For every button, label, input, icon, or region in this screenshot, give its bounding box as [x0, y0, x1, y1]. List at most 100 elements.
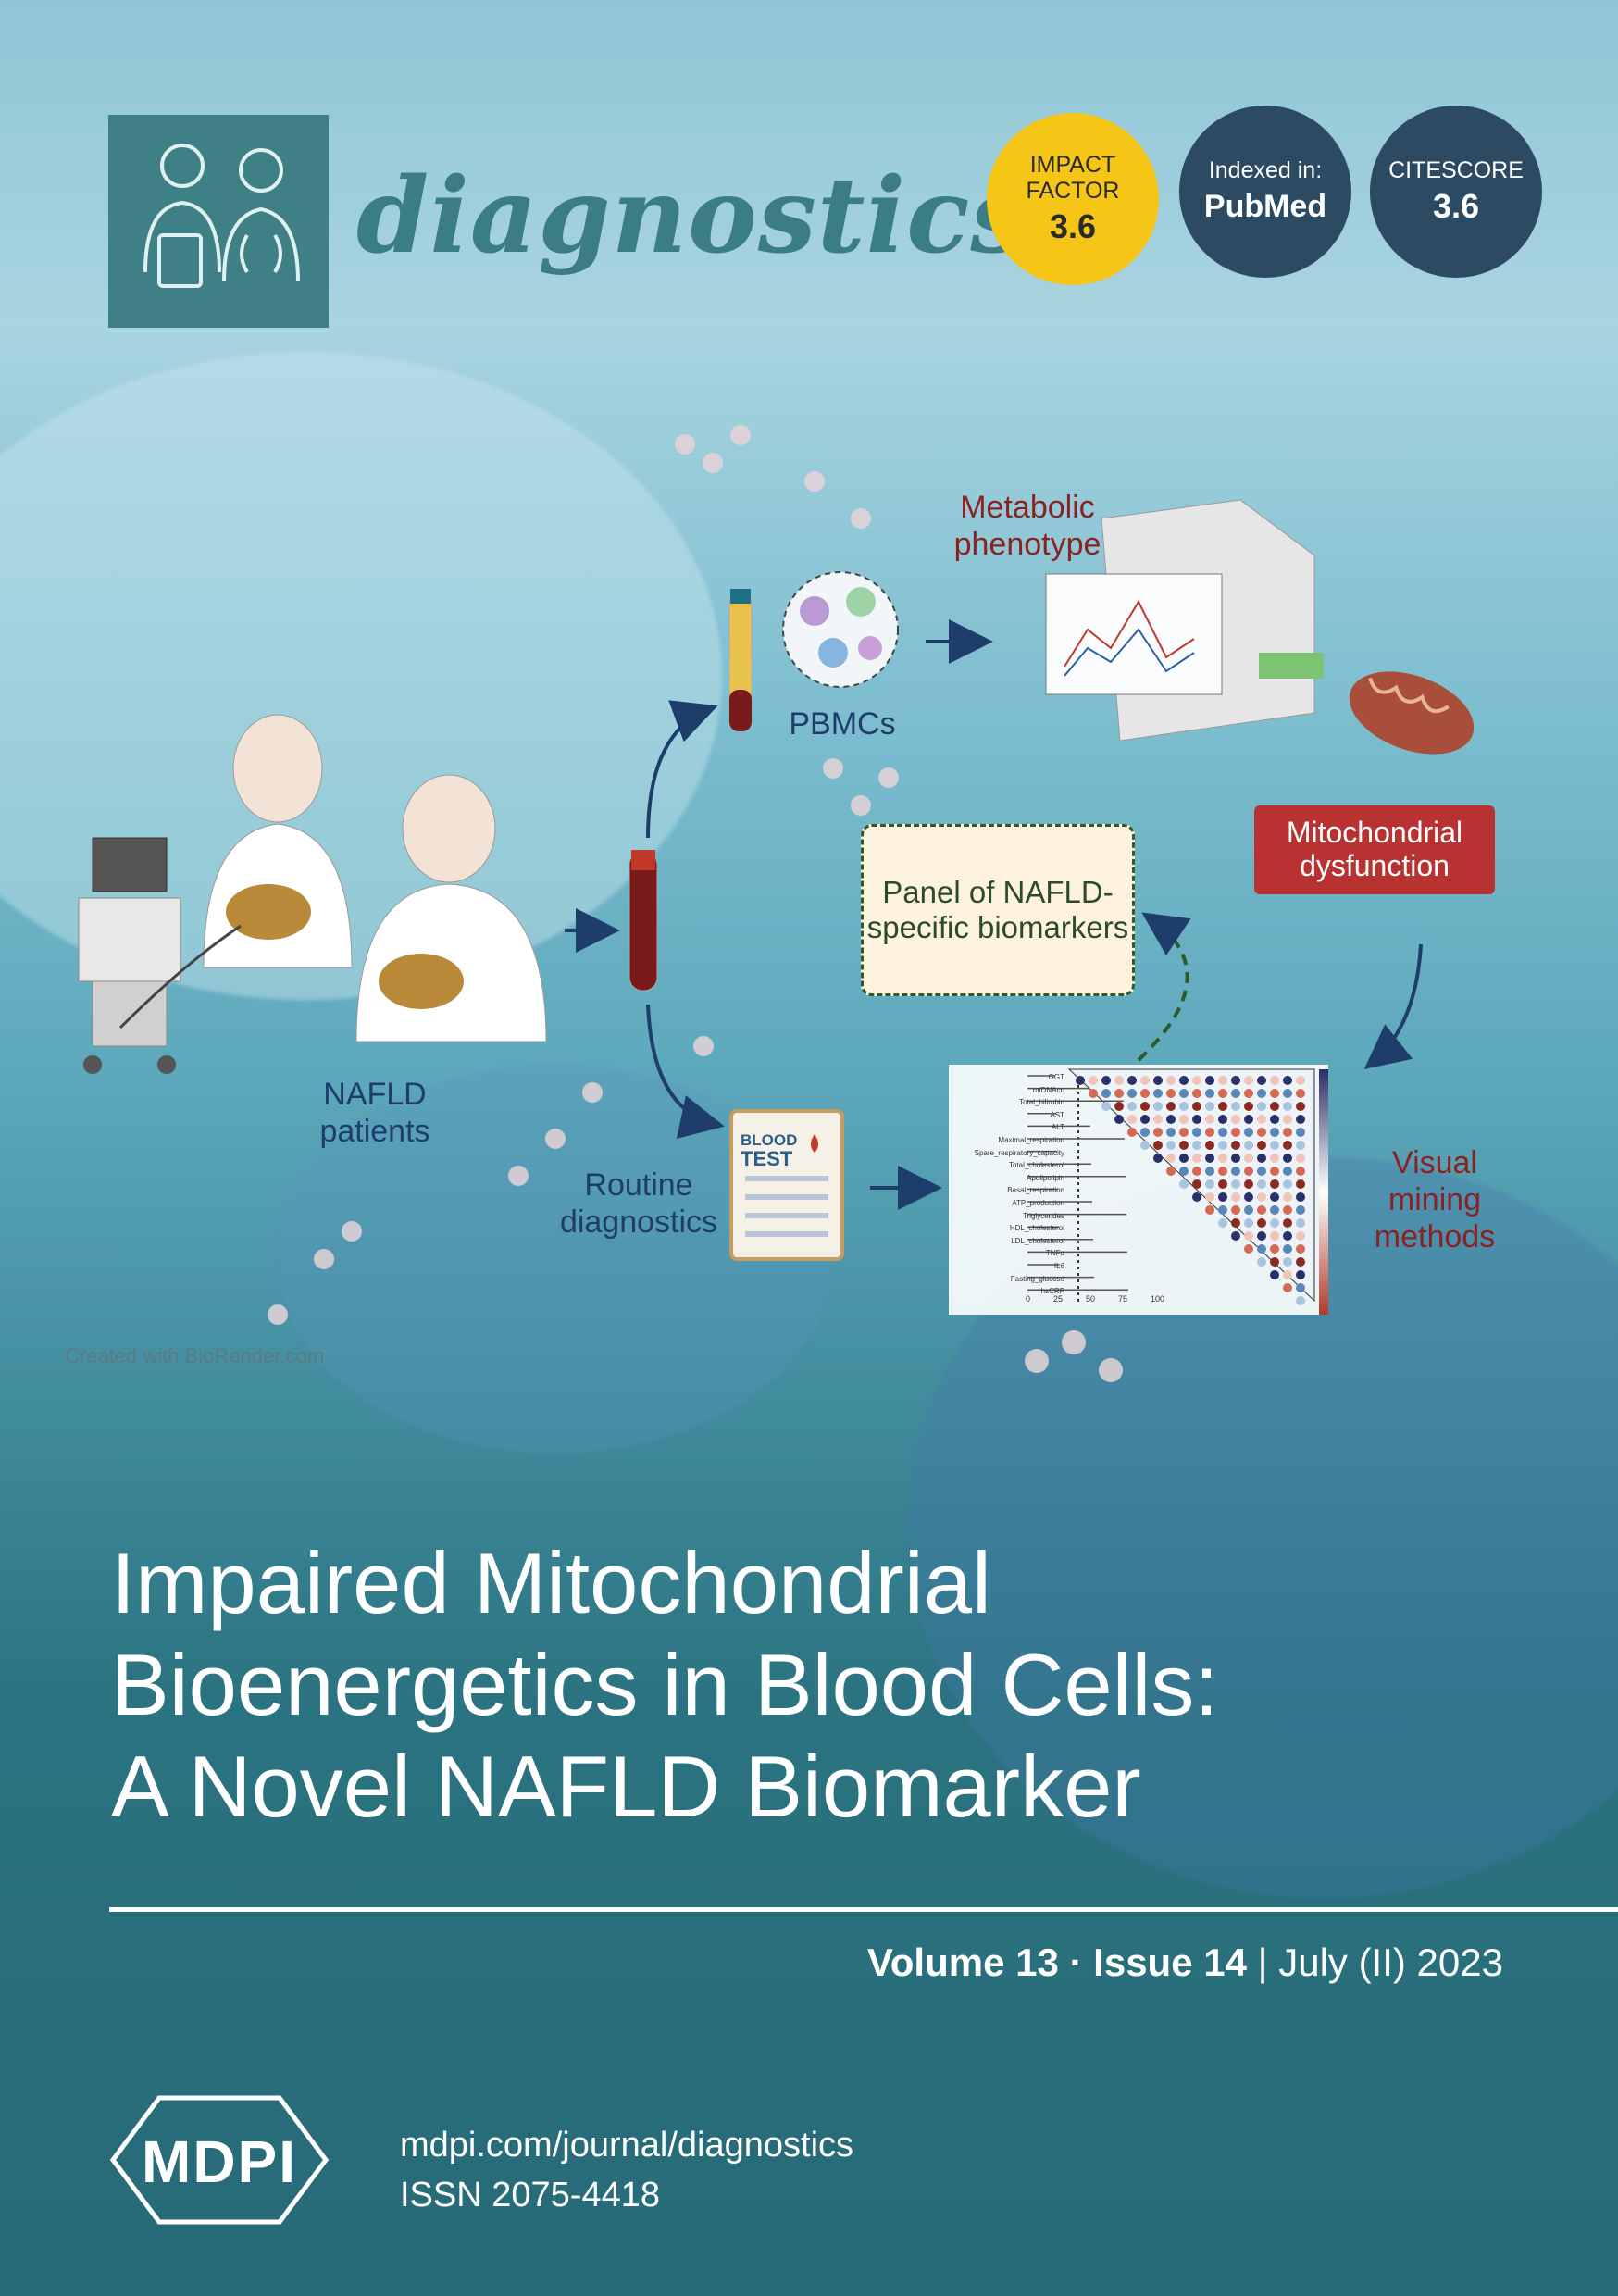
blood-test-title: BLOOD TEST [741, 1131, 805, 1170]
heatmap-cell [1244, 1231, 1253, 1241]
heatmap-cell [1192, 1167, 1201, 1176]
heatmap-cell [1296, 1179, 1305, 1189]
pbmc-cells-icon [782, 571, 899, 688]
heatmap-cell [1296, 1257, 1305, 1267]
heatmap-cell [1244, 1076, 1253, 1085]
heatmap-cell [1257, 1089, 1266, 1098]
journal-url-link[interactable]: mdpi.com/journal/diagnostics [400, 2126, 854, 2165]
heatmap-cell [1257, 1192, 1266, 1202]
journal-title: diagnostics [356, 156, 1030, 277]
badge-value: PubMed [1203, 189, 1327, 224]
heatmap-cell [1296, 1167, 1305, 1176]
badge-label: Indexed in: [1208, 157, 1323, 183]
badge-label: IMPACT [1029, 152, 1116, 178]
blood-tube-icon [629, 850, 658, 992]
heatmap-row-label: AST [1050, 1110, 1064, 1119]
heatmap-cell [1244, 1154, 1253, 1163]
blood-tube-icon [728, 589, 753, 732]
mitochondrial-dysfunction-box: Mitochondrial dysfunction [1254, 805, 1495, 894]
heatmap-cell [1296, 1154, 1305, 1163]
heatmap-cell [1231, 1128, 1240, 1137]
heatmap-cell [1140, 1102, 1150, 1111]
heatmap-cell [1218, 1102, 1227, 1111]
heatmap-cell [1114, 1115, 1124, 1124]
heatmap-cell [1153, 1089, 1163, 1098]
ultrasound-machine-icon [78, 837, 181, 1074]
divider [109, 1907, 1618, 1912]
heatmap-cell [1296, 1296, 1305, 1305]
heatmap-cell [1205, 1179, 1214, 1189]
heatmap-cell [1257, 1141, 1266, 1150]
heatmap-cell [1283, 1244, 1292, 1254]
heatmap-cell [1089, 1089, 1098, 1098]
heatmap-cell [1192, 1089, 1201, 1098]
heatmap-cell [1140, 1141, 1150, 1150]
citescore-badge[interactable]: CITESCORE 3.6 [1370, 106, 1542, 278]
heatmap-cell [1166, 1154, 1176, 1163]
doctors-logo-icon [143, 144, 300, 288]
volume-number: Volume 13 [866, 1940, 1059, 1984]
impact-factor-badge[interactable]: IMPACT FACTOR 3.6 [987, 113, 1159, 285]
heatmap-cell [1257, 1244, 1266, 1254]
heatmap-cell [1205, 1115, 1214, 1124]
heatmap-cell [1283, 1167, 1292, 1176]
correlation-heatmap [949, 1065, 1328, 1315]
issue-number: Issue 14 [1093, 1940, 1247, 1984]
heatmap-cell [1153, 1115, 1163, 1124]
heatmap-row-label: Maximal_respiration [998, 1135, 1064, 1144]
heatmap-cell [1153, 1102, 1163, 1111]
heatmap-row-label: TNFα [1045, 1249, 1064, 1258]
heatmap-cell [1140, 1089, 1150, 1098]
heatmap-cell [1270, 1244, 1279, 1254]
heatmap-cell [1296, 1231, 1305, 1241]
heatmap-axis-tick: 100 [1150, 1294, 1164, 1304]
heatmap-cell [1283, 1218, 1292, 1228]
heatmap-cell [1244, 1141, 1253, 1150]
heatmap-cell [1192, 1115, 1201, 1124]
journal-logo[interactable] [108, 115, 329, 328]
heatmap-cell [1192, 1076, 1201, 1085]
heatmap-cell [1114, 1076, 1124, 1085]
heatmap-cell [1179, 1115, 1189, 1124]
heatmap-cell [1296, 1205, 1305, 1215]
patient-figure-icon [203, 714, 353, 968]
heatmap-cell [1296, 1244, 1305, 1254]
heatmap-axis-tick: 50 [1085, 1294, 1095, 1304]
routine-diagnostics-label: Routine diagnostics [559, 1167, 718, 1241]
heatmap-cell [1140, 1076, 1150, 1085]
heatmap-cell [1296, 1218, 1305, 1228]
heatmap-cell [1257, 1076, 1266, 1085]
article-title: Impaired Mitochondrial Bioenergetics in … [111, 1532, 1555, 1838]
heatmap-cell [1296, 1102, 1305, 1111]
heatmap-cell [1140, 1128, 1150, 1137]
heatmap-cell [1244, 1102, 1253, 1111]
heatmap-cell [1179, 1089, 1189, 1098]
heatmap-row-label: HDL_cholesterol [1009, 1224, 1064, 1233]
heatmap-cell [1179, 1154, 1189, 1163]
heatmap-cell [1179, 1167, 1189, 1176]
heatmap-cell [1296, 1076, 1305, 1085]
heatmap-cell [1257, 1231, 1266, 1241]
heatmap-cell [1283, 1179, 1292, 1189]
heatmap-cell [1244, 1205, 1253, 1215]
heatmap-cell [1114, 1089, 1124, 1098]
heatmap-row-label: IL6 [1053, 1261, 1064, 1270]
heatmap-cell [1283, 1076, 1292, 1085]
biomarker-panel-box: Panel of NAFLD-specific biomarkers [861, 824, 1135, 996]
heatmap-cell [1218, 1167, 1227, 1176]
visual-mining-label: Visual mining methods [1374, 1145, 1496, 1255]
blood-test-line: TEST [741, 1147, 793, 1170]
heatmap-cell [1231, 1089, 1240, 1098]
heatmap-row-label: LDL_cholesterol [1011, 1236, 1064, 1245]
heatmap-cell [1127, 1115, 1137, 1124]
heatmap-row-label: Spare_respiratory_capacity [974, 1148, 1064, 1157]
blood-test-line: BLOOD [741, 1131, 798, 1149]
mdpi-logo[interactable]: MDPI [104, 2090, 335, 2229]
heatmap-cell [1283, 1257, 1292, 1267]
heatmap-row-label: Apolipolipin [1027, 1173, 1064, 1182]
indexed-badge[interactable]: Indexed in: PubMed [1179, 106, 1351, 278]
pbmcs-label: PBMCs [789, 706, 896, 742]
heatmap-cell [1076, 1076, 1085, 1085]
badge-value: 3.6 [1432, 187, 1480, 225]
heatmap-cell [1166, 1076, 1176, 1085]
